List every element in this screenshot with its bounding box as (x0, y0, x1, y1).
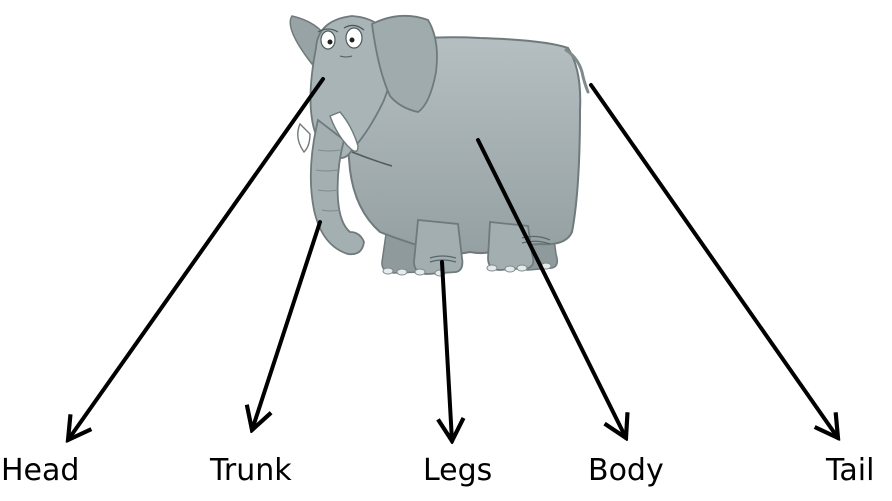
label-head: Head (1, 456, 79, 486)
label-body: Body (588, 456, 664, 486)
label-tail: Tail (826, 456, 874, 486)
elephant-illustration (290, 16, 588, 276)
arrow-trunk (252, 222, 320, 430)
arrow-legs (442, 262, 452, 441)
front-leg-left (414, 220, 462, 274)
arrow-head (68, 79, 323, 440)
elephant-tusk-left (298, 124, 310, 152)
label-legs: Legs (423, 456, 492, 486)
arrow-tail (591, 85, 838, 438)
front-leg-right (488, 222, 533, 270)
label-trunk: Trunk (210, 456, 292, 486)
